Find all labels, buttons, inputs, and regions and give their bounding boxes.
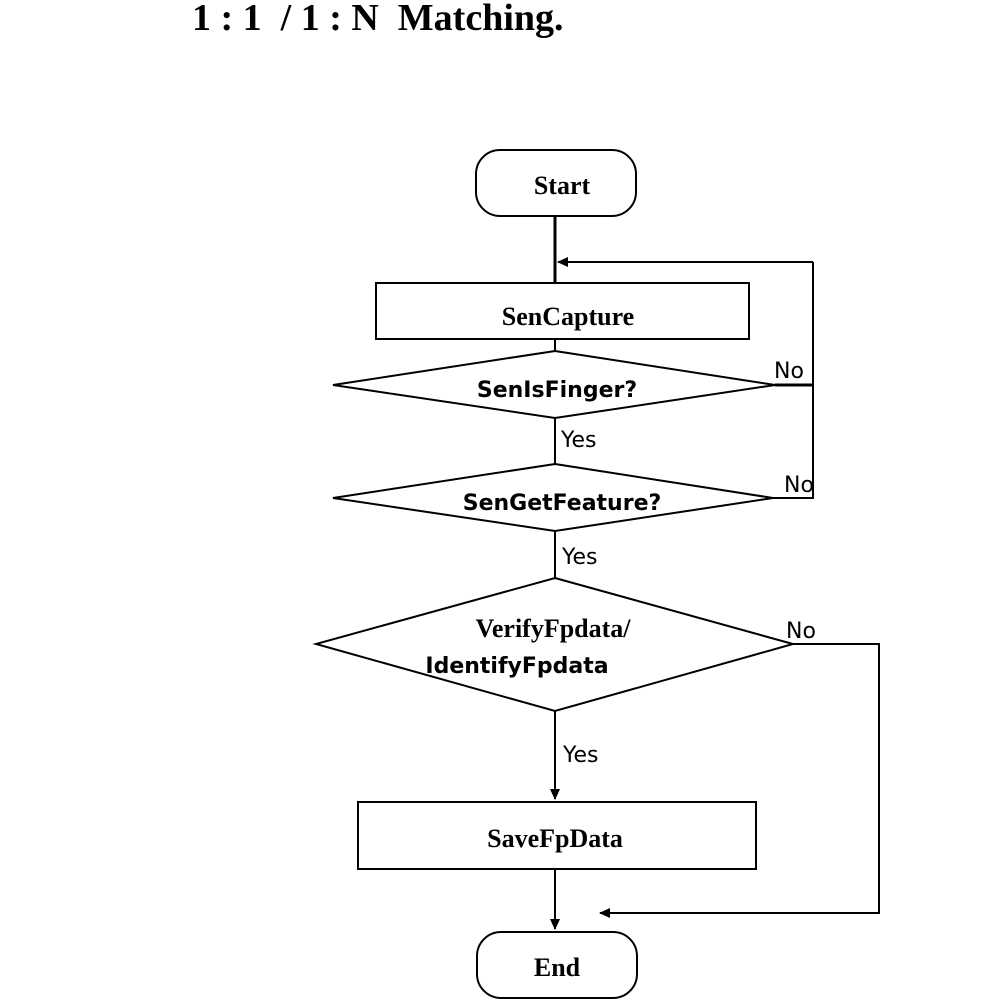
start-label: Start xyxy=(534,171,591,200)
get-feature-no-connector xyxy=(773,262,814,499)
page-title: 1 : 1 / 1 : N Matching. xyxy=(192,0,564,39)
end-label: End xyxy=(534,953,581,982)
end-node xyxy=(476,931,638,999)
verify-no-label: No xyxy=(786,619,816,644)
capture-label: SenCapture xyxy=(502,302,634,331)
is-finger-yes-label: Yes xyxy=(560,428,597,453)
verify-label-line2: IdentifyFpdata xyxy=(425,654,608,679)
is-finger-label: SenIsFinger? xyxy=(477,378,637,403)
capture-node xyxy=(375,282,750,340)
verify-node xyxy=(312,576,797,713)
verify-yes-label: Yes xyxy=(562,743,599,768)
is-finger-no-label: No xyxy=(774,359,804,384)
verify-no-connector xyxy=(599,643,880,918)
verify-label-line1: VerifyFpdata/ xyxy=(475,614,631,643)
get-feature-label: SenGetFeature? xyxy=(463,491,662,516)
get-feature-no-label: No xyxy=(784,473,814,498)
get-feature-yes-label: Yes xyxy=(561,545,598,570)
save-label: SaveFpData xyxy=(487,824,623,853)
save-node xyxy=(357,801,757,870)
